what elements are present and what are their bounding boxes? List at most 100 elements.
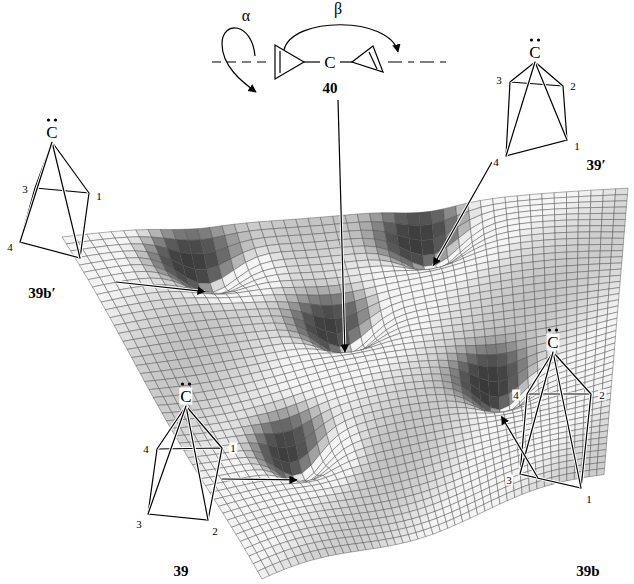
mesh-cell [485,336,496,345]
mesh-cell [599,270,610,277]
mesh-cell [579,202,591,208]
mesh-cell [394,213,408,225]
mesh-cell [323,224,337,233]
mesh-cell [368,260,381,267]
mesh-cell [567,245,578,252]
mesh-cell [543,221,555,228]
mesh-cell [495,335,506,345]
mesh-cell [401,369,412,377]
mesh-cell [393,266,406,271]
mesh-cell [447,401,458,408]
mesh-cell [408,225,422,241]
mesh-cell [423,334,435,341]
mesh-cell [602,220,614,226]
mesh-cell [310,225,324,234]
mesh-cell [493,312,504,321]
mesh-cell [427,395,438,403]
mesh-cell [419,211,433,225]
mesh-cell [405,349,417,356]
mesh-cell [489,381,500,397]
mesh-cell [345,214,359,223]
mesh-cell [590,232,602,238]
mesh-cell [567,226,579,233]
mesh-cell [448,408,458,415]
mesh-cell [305,250,319,258]
mesh-cell [601,232,613,238]
mesh-cell [543,233,555,240]
mesh-cell [363,238,377,247]
mesh-cell [567,197,579,203]
mesh-cell [477,355,488,367]
mesh-cell [555,232,567,239]
mesh-cell [602,207,614,213]
mesh-cell [456,346,467,354]
mesh-cell [543,209,555,216]
mesh-cell [610,269,621,276]
mesh-cell [337,231,351,240]
mesh-cell [588,271,599,279]
mesh-cell [427,354,438,361]
mesh-cell [431,327,443,335]
mesh-cell [615,195,628,202]
mesh-cell [433,333,445,341]
mesh-cell [544,246,556,254]
mesh-cell [420,224,433,240]
mesh-cell [603,201,615,207]
mesh-cell [412,335,424,342]
mesh-cell [357,213,371,222]
mesh-cell [349,230,363,239]
mesh-cell [428,402,439,410]
mesh-cell [457,408,467,414]
mesh-cell [327,240,341,249]
mesh-cell [382,213,396,224]
mesh-cell [600,251,612,258]
mesh-cell [288,235,302,244]
mesh-cell [614,213,626,219]
mesh-cell [567,214,579,220]
mesh-cell [423,381,434,388]
mesh-cell [407,213,421,226]
mesh-cell [555,259,566,267]
mesh-cell [433,381,444,388]
mesh-cell [590,226,602,232]
mesh-cell [464,330,475,338]
mesh-cell [555,209,567,215]
mesh-cell [590,213,602,219]
mesh-cell [370,213,384,222]
mesh-cell [319,256,333,264]
mesh-cell [567,202,579,208]
mesh-cell [366,253,380,260]
mesh-cell [298,226,312,235]
mesh-cell [365,246,379,254]
mesh-cell [578,258,589,265]
mesh-cell [417,354,429,361]
mesh-cell [315,241,329,250]
mesh-cell [416,388,427,396]
mesh-cell [412,375,423,383]
mesh-cell [353,246,367,254]
mesh-cell [567,232,579,239]
mesh-cell [579,196,591,202]
mesh-cell [476,345,487,355]
mesh-cell [554,203,566,209]
mesh-cell [322,263,336,271]
mesh-cell [439,408,450,416]
mesh-cell [603,189,616,196]
mesh-cell [578,245,589,252]
mesh-cell [601,226,613,232]
mesh-cell [578,232,590,239]
mesh-cell [359,222,373,231]
mesh-cell [555,226,567,233]
mesh-cell [543,227,555,234]
mesh-cell [589,245,601,252]
mesh-cell [485,411,495,413]
mesh-cell [486,344,497,355]
mesh-cell [473,322,484,331]
mesh-cell [333,262,347,270]
mesh-cell [424,341,436,348]
mesh-cell [324,271,338,279]
mesh-cell [578,251,589,258]
mesh-cell [405,268,418,271]
